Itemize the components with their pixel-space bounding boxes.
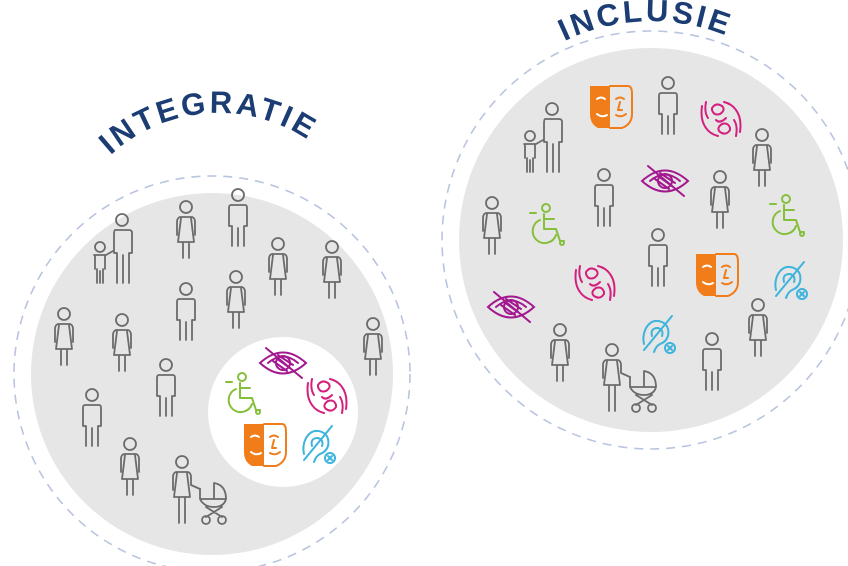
inclusie-title: INCLUSIE xyxy=(553,0,738,48)
inclusie-dashed-ring xyxy=(441,30,848,450)
integratie-panel: INTEGRATIE xyxy=(13,85,411,566)
integratie-title: INTEGRATIE xyxy=(92,85,324,161)
inclusie-disc xyxy=(459,48,843,432)
integratie-dashed-ring xyxy=(13,175,411,566)
inclusie-panel: INCLUSIE xyxy=(441,0,848,450)
